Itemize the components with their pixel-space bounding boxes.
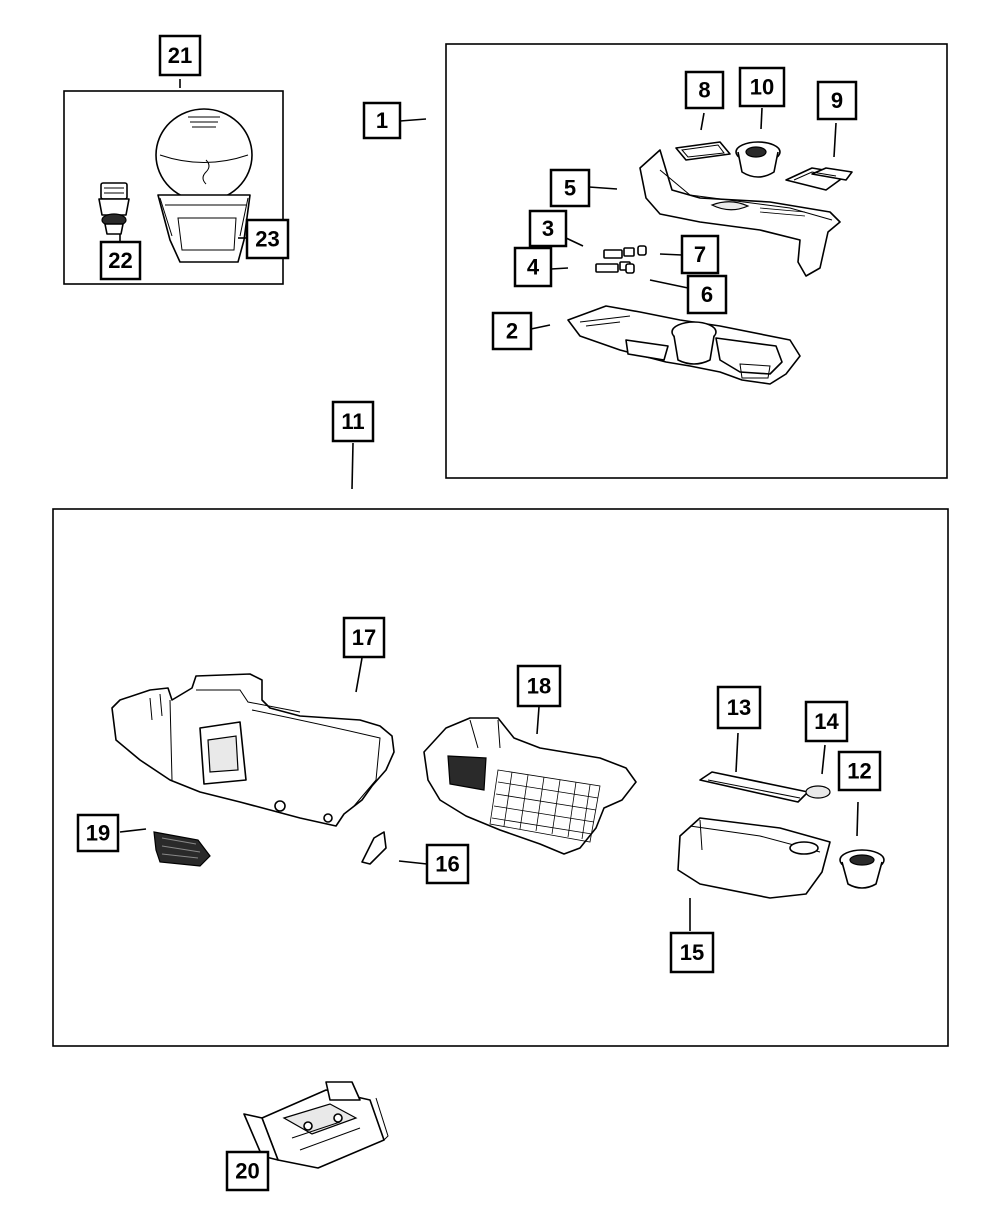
callout-10: 10	[738, 66, 786, 108]
callout-label: 12	[847, 759, 871, 784]
callout-label: 10	[750, 75, 774, 100]
callout-9: 9	[816, 80, 858, 121]
callout-20: 20	[225, 1150, 270, 1192]
callout-label: 23	[255, 227, 279, 252]
callout-label: 22	[108, 248, 132, 273]
callout-19: 19	[76, 813, 120, 853]
callout-label: 20	[235, 1159, 259, 1184]
callout-7: 7	[680, 234, 720, 275]
callout-14: 14	[804, 700, 849, 743]
callout-16: 16	[425, 843, 470, 885]
leader-lines	[119, 79, 859, 931]
callout-2: 2	[491, 311, 533, 351]
group-frame-11	[52, 508, 949, 1047]
callout-3: 3	[528, 209, 568, 248]
mounting-bracket-illustration	[243, 1081, 389, 1169]
floor-console-illustration	[111, 673, 885, 899]
callout-17: 17	[342, 616, 386, 659]
bin-grid	[489, 769, 601, 843]
callout-label: 4	[527, 255, 540, 280]
callout-label: 3	[542, 216, 554, 241]
callout-6: 6	[686, 274, 728, 315]
callout-label: 8	[698, 78, 710, 103]
callout-4: 4	[513, 246, 553, 288]
callout-label: 16	[435, 852, 459, 877]
callout-label: 2	[506, 319, 518, 344]
callout-11: 11	[331, 400, 375, 443]
group-frame-1	[445, 43, 948, 479]
callout-label: 1	[376, 108, 388, 133]
callout-label: 14	[814, 709, 839, 734]
callout-label: 17	[352, 625, 376, 650]
callout-13: 13	[716, 685, 762, 730]
callout-label: 21	[168, 43, 192, 68]
callout-label: 11	[341, 409, 364, 434]
callout-5: 5	[549, 168, 591, 208]
callout-label: 18	[527, 674, 551, 699]
callout-22: 22	[99, 240, 142, 281]
callout-8: 8	[684, 70, 725, 110]
callout-label: 6	[701, 282, 713, 307]
group-frame-21	[63, 90, 284, 285]
callout-23: 23	[245, 218, 290, 260]
callout-label: 5	[564, 176, 576, 201]
callout-12: 12	[837, 750, 882, 792]
callout-1: 1	[362, 101, 402, 140]
callout-21: 21	[158, 34, 202, 77]
callout-label: 9	[831, 88, 843, 113]
callout-label: 7	[694, 242, 706, 267]
callout-label: 13	[727, 695, 751, 720]
callout-label: 15	[680, 940, 704, 965]
callout-18: 18	[516, 664, 562, 708]
callout-15: 15	[669, 931, 715, 974]
cup-holder-assembly-illustration	[98, 108, 253, 263]
upper-bezel-illustration	[567, 141, 853, 385]
callout-label: 19	[86, 821, 110, 846]
